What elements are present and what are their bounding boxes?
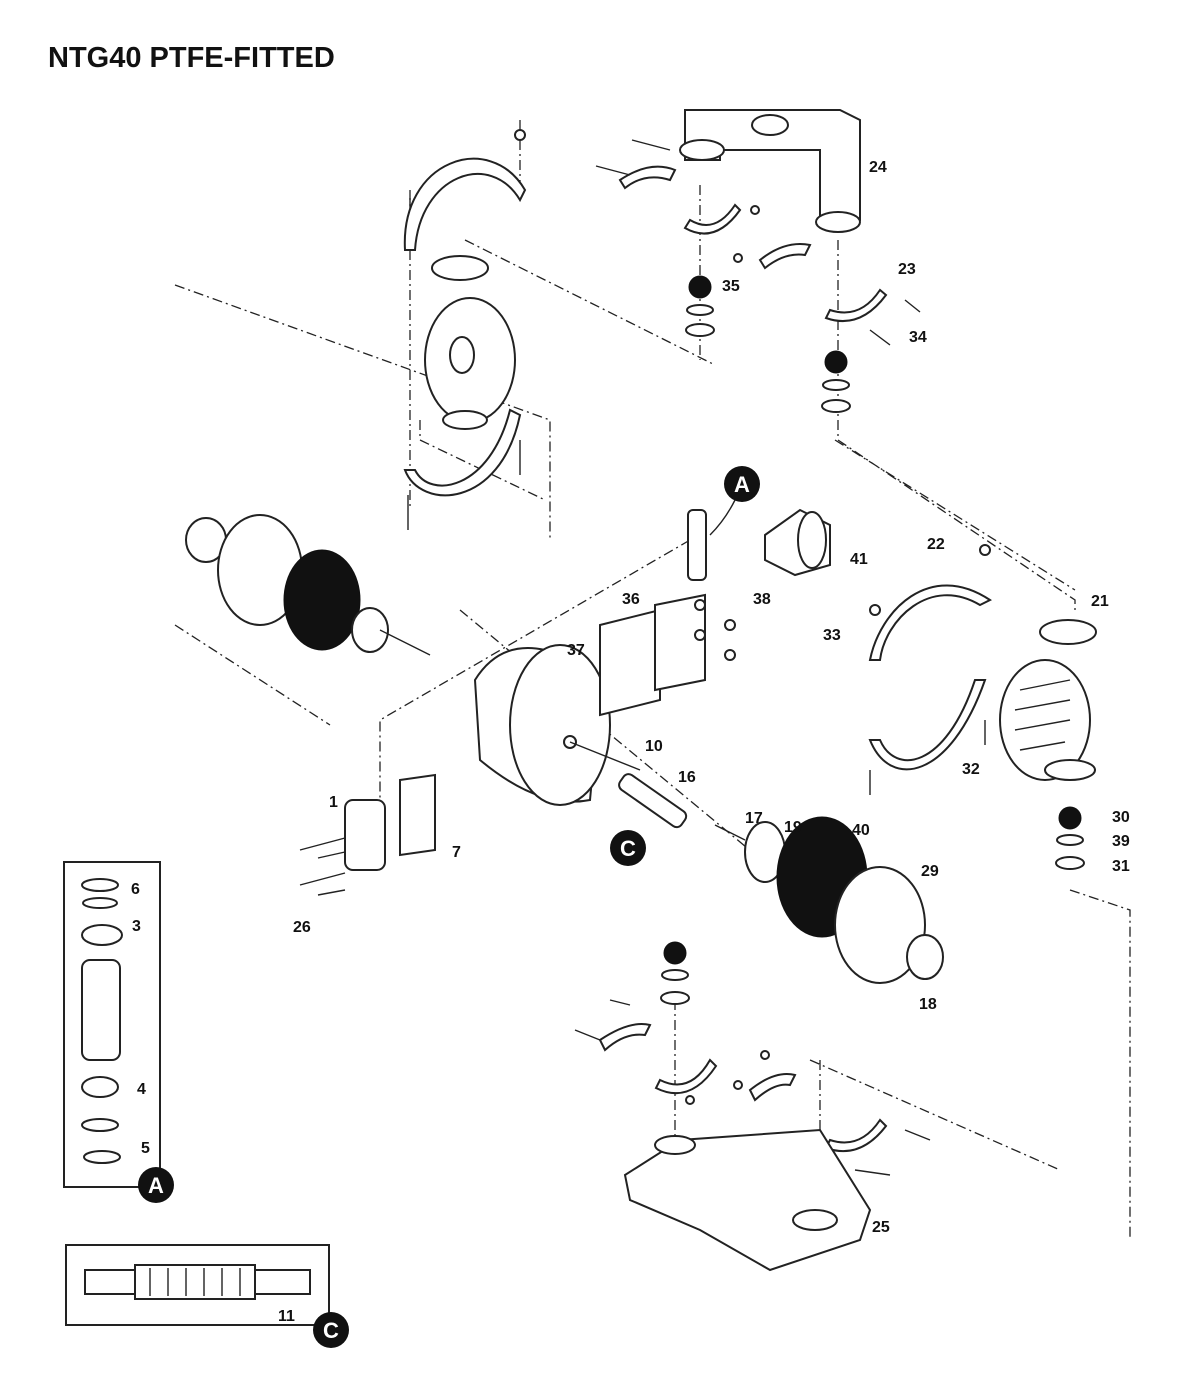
callout-c-main: C — [610, 830, 646, 866]
part-label-3: 3 — [132, 918, 141, 935]
clamp-bands — [403, 157, 992, 1153]
part-label-21: 21 — [1091, 593, 1109, 610]
part-label-30: 30 — [1112, 809, 1130, 826]
part-label-5: 5 — [141, 1140, 150, 1157]
part-label-17: 17 — [745, 810, 763, 827]
part-label-37: 37 — [567, 642, 585, 659]
left-fluid-cover — [424, 255, 516, 430]
left-diaphragm-stack — [185, 514, 431, 656]
inlet-manifold — [623, 1128, 872, 1272]
callout-c-inset: C — [313, 1312, 349, 1348]
right-diaphragm-stack — [714, 816, 944, 984]
callout-a-label: A — [734, 472, 750, 497]
part-label-19: 19 — [784, 819, 802, 836]
part-label-23: 23 — [898, 261, 916, 278]
part-label-26: 26 — [293, 919, 311, 936]
part-label-40: 40 — [852, 822, 870, 839]
callout-a-inset: A — [138, 1167, 174, 1203]
discharge-manifold — [679, 109, 861, 233]
part-label-22: 22 — [927, 536, 945, 553]
part-label-33: 33 — [823, 627, 841, 644]
part-label-29: 29 — [921, 863, 939, 880]
inset-c-spool-detail — [65, 1244, 330, 1326]
inset-a-pilot-valve-detail — [63, 861, 161, 1188]
part-label-31: 31 — [1112, 858, 1130, 875]
part-label-32: 32 — [962, 761, 980, 778]
check-balls-seats — [660, 275, 1085, 1005]
part-label-34: 34 — [909, 329, 927, 346]
assembly-guide-lines — [174, 120, 1131, 1240]
part-label-25: 25 — [872, 1219, 890, 1236]
part-label-10: 10 — [645, 738, 663, 755]
part-label-24: 24 — [869, 159, 887, 176]
part-label-11: 11 — [278, 1308, 295, 1325]
part-label-4: 4 — [137, 1081, 146, 1098]
center-section — [344, 593, 706, 871]
part-label-1: 1 — [329, 794, 338, 811]
right-fluid-cover — [999, 619, 1097, 781]
part-label-35: 35 — [722, 278, 740, 295]
part-label-36: 36 — [622, 591, 640, 608]
diagram-title: NTG40 PTFE-FITTED — [48, 42, 335, 74]
part-label-16: 16 — [678, 769, 696, 786]
part-label-38: 38 — [753, 591, 771, 608]
part-label-7: 7 — [452, 844, 461, 861]
callout-c-inset-label: C — [323, 1318, 339, 1343]
part-label-41: 41 — [850, 551, 868, 568]
part-number-labels: 24 23 35 34 41 22 21 36 38 33 37 10 16 3… — [131, 159, 1130, 1325]
callout-a-main: A — [709, 466, 760, 536]
fasteners — [299, 129, 991, 1176]
pilot-valve-and-air-valve — [569, 508, 831, 829]
part-label-18: 18 — [919, 996, 937, 1013]
callout-a-inset-label: A — [148, 1173, 164, 1198]
callout-c-label: C — [620, 836, 636, 861]
part-label-6: 6 — [131, 881, 140, 898]
part-label-39: 39 — [1112, 833, 1130, 850]
